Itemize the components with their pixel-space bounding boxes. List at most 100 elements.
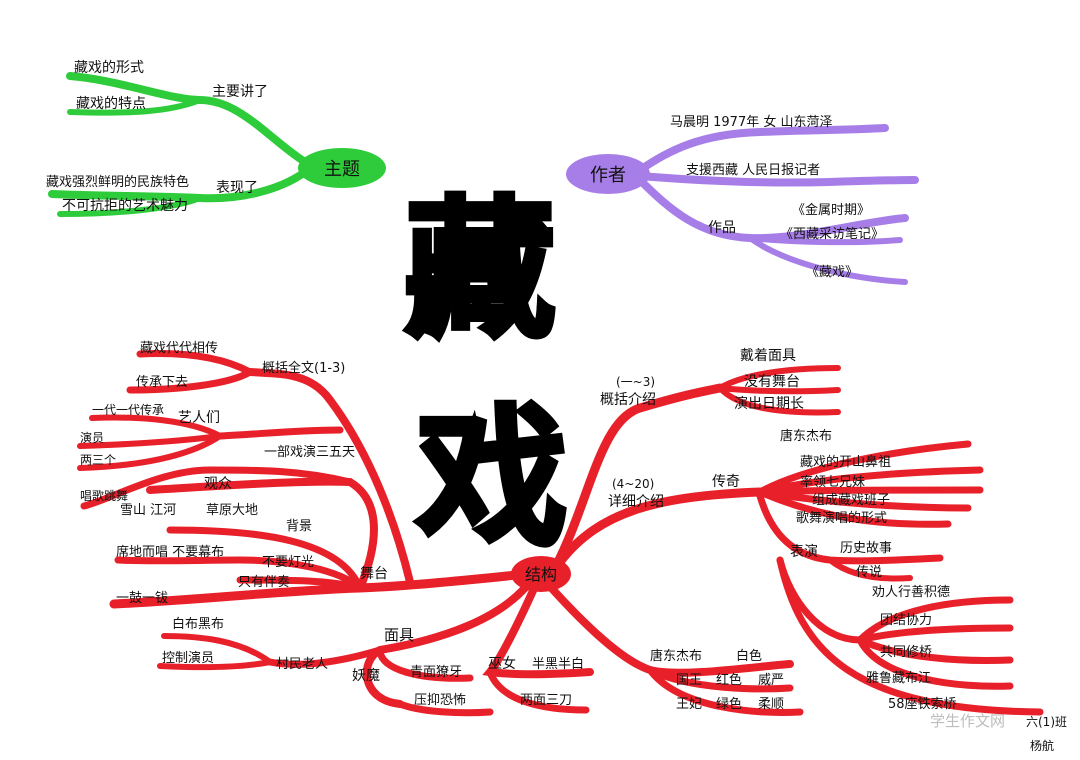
struct-branch-b2a <box>486 668 590 714</box>
struct-branch-b4b <box>157 659 273 671</box>
author-work-2: 《西藏采访笔记》 <box>780 226 884 242</box>
struct-branch-r4d <box>856 636 1014 690</box>
struct-branch-b1b <box>646 666 804 716</box>
theme-branch-main <box>66 72 309 166</box>
struct-drama-label: 一部戏演三五天 <box>264 444 355 460</box>
struct-branch-r1b <box>717 385 841 395</box>
struct-mid-item-1: 半黑半白 <box>532 656 584 672</box>
struct-demon-item-1: 青面獠牙 <box>410 664 462 680</box>
struct-branch-r2a <box>756 440 972 496</box>
structure-node <box>511 556 571 592</box>
struct-branch-r3b <box>827 557 913 582</box>
struct-branch-r4a <box>856 596 1014 644</box>
struct-branch-b3a <box>396 700 494 717</box>
struct-stage-item-5: 不要灯光 <box>262 555 314 570</box>
struct-branch-l1b <box>236 576 364 592</box>
struct-legend-item-3: 率领七兄妹 <box>800 474 865 490</box>
struct-branch-r4e <box>776 556 1044 716</box>
struct-spirit-item-5: 58座铁索桥 <box>888 697 957 712</box>
struct-tang-item-5: 王妃 <box>676 697 702 712</box>
struct-mask-item-1: 白布黑布 <box>172 616 224 632</box>
author-line-2: 支援西藏 人民日报记者 <box>686 163 820 178</box>
struct-tang-item-7: 柔顺 <box>758 697 784 712</box>
struct-artists-label: 艺人们 <box>178 410 220 426</box>
theme-item-4: 不可抗拒的艺术魅力 <box>62 198 188 214</box>
theme-l2-label: 表现了 <box>216 180 258 196</box>
author-line-1: 马晨明 1977年 女 山东菏泽 <box>670 114 832 130</box>
struct-spirit-item-3: 共同修桥 <box>880 645 932 660</box>
struct-artists-item-1: 一代一代传承 <box>92 402 164 417</box>
struct-branch-l1e <box>80 466 354 510</box>
struct-c3-range: (4~20) <box>612 477 654 491</box>
struct-branch-l1c <box>166 526 364 592</box>
struct-branch-r1a <box>717 365 841 391</box>
struct-tang-item-4: 威严 <box>758 673 784 688</box>
struct-mid-label: 巫女 <box>488 655 516 672</box>
struct-branch-l3c <box>77 433 223 471</box>
theme-node <box>298 148 386 188</box>
struct-tang-label: 唐东杰布 <box>650 648 702 664</box>
struct-legend-label: 传奇 <box>712 473 740 490</box>
struct-c1a-item-2: 没有舞台 <box>744 374 800 390</box>
struct-tang-item-3: 红色 <box>716 672 742 688</box>
struct-tang-item-6: 绿色 <box>716 696 742 712</box>
struct-stage-item-6: 只有伴奏 <box>238 575 290 590</box>
struct-stage-item-7: 一鼓一钹 <box>116 591 168 606</box>
theme-l1-label: 主要讲了 <box>212 84 268 100</box>
struct-legend-item-4: 组成藏戏班子 <box>812 493 890 508</box>
author-work-3: 《藏戏》 <box>806 265 858 280</box>
struct-branch-b3 <box>363 578 534 708</box>
theme-item-1: 藏戏的形式 <box>74 60 144 76</box>
author-branch-2 <box>636 172 919 187</box>
struct-c1b-item-2: 传承下去 <box>136 375 188 390</box>
struct-branch-l2 <box>246 368 414 586</box>
struct-tang-item-2: 国王 <box>676 673 702 688</box>
struct-tang-item-1: 白色 <box>736 648 762 664</box>
struct-artists-item-3: 两三个 <box>80 453 116 467</box>
title-char-1: 藏 <box>405 184 555 358</box>
struct-branch-r2c <box>756 486 984 496</box>
struct-branch-r2 <box>555 487 765 567</box>
struct-branch-r4c <box>856 636 1014 664</box>
struct-c2-range: (一~3) <box>616 375 655 389</box>
struct-branch-l3b <box>77 433 223 449</box>
struct-demon-label: 妖魔 <box>352 668 380 684</box>
struct-mid-item-2: 两面三刀 <box>520 693 572 708</box>
struct-stage-item-1: 雪山 江河 <box>120 503 176 518</box>
struct-perform-label: 表演 <box>790 544 818 560</box>
struct-artists-item-2: 演员 <box>80 430 104 445</box>
struct-stage-label: 舞台 <box>360 566 388 582</box>
struct-legend-item-5: 歌舞演唱的形式 <box>796 510 887 526</box>
struct-mask-item-2: 控制演员 <box>162 650 214 666</box>
struct-branch-l2b <box>126 368 254 394</box>
struct-branch-r4b <box>856 624 1014 644</box>
struct-c1a-item-3: 演出日期长 <box>734 396 804 412</box>
struct-artists-item-4: 唱歌跳舞 <box>80 488 128 503</box>
struct-c1-label: 概括全文(1-3) <box>262 360 345 376</box>
struct-branch-b3b <box>376 646 474 682</box>
signature-name: 杨航 <box>1030 738 1054 753</box>
struct-demon-item-2: 压抑恐怖 <box>414 692 466 708</box>
struct-branch-r2e <box>756 488 952 528</box>
struct-branch-l3a <box>89 414 223 439</box>
struct-branch-b4a <box>161 633 273 665</box>
author-work-1: 《金属时期》 <box>792 202 870 218</box>
theme-branch-sub2 <box>57 195 203 217</box>
struct-legend-item-2: 藏戏的开山鼻祖 <box>800 454 891 470</box>
struct-branch-l2a <box>136 350 254 376</box>
author-branch-5 <box>747 235 908 285</box>
struct-c2-label: 概括介绍 <box>600 392 656 408</box>
theme-item-2: 藏戏的特点 <box>76 96 146 112</box>
struct-perform-item-2: 传说 <box>856 565 882 580</box>
struct-branch-l1a <box>114 556 364 592</box>
struct-mask-item-3: 村民老人 <box>276 657 328 672</box>
struct-perform-item-1: 历史故事 <box>840 541 892 556</box>
watermark: 学生作文网 <box>930 712 1005 730</box>
struct-spirit-item-1: 劝人行善积德 <box>872 584 950 600</box>
struct-branch-r1c <box>717 385 841 416</box>
structure-node-label: 结构 <box>525 565 557 584</box>
struct-branch-b1a <box>646 666 794 693</box>
struct-branch-l3 <box>216 426 344 440</box>
author-works-label: 作品 <box>708 220 736 236</box>
struct-stage-item-4: 席地而唱 不要幕布 <box>116 544 224 560</box>
